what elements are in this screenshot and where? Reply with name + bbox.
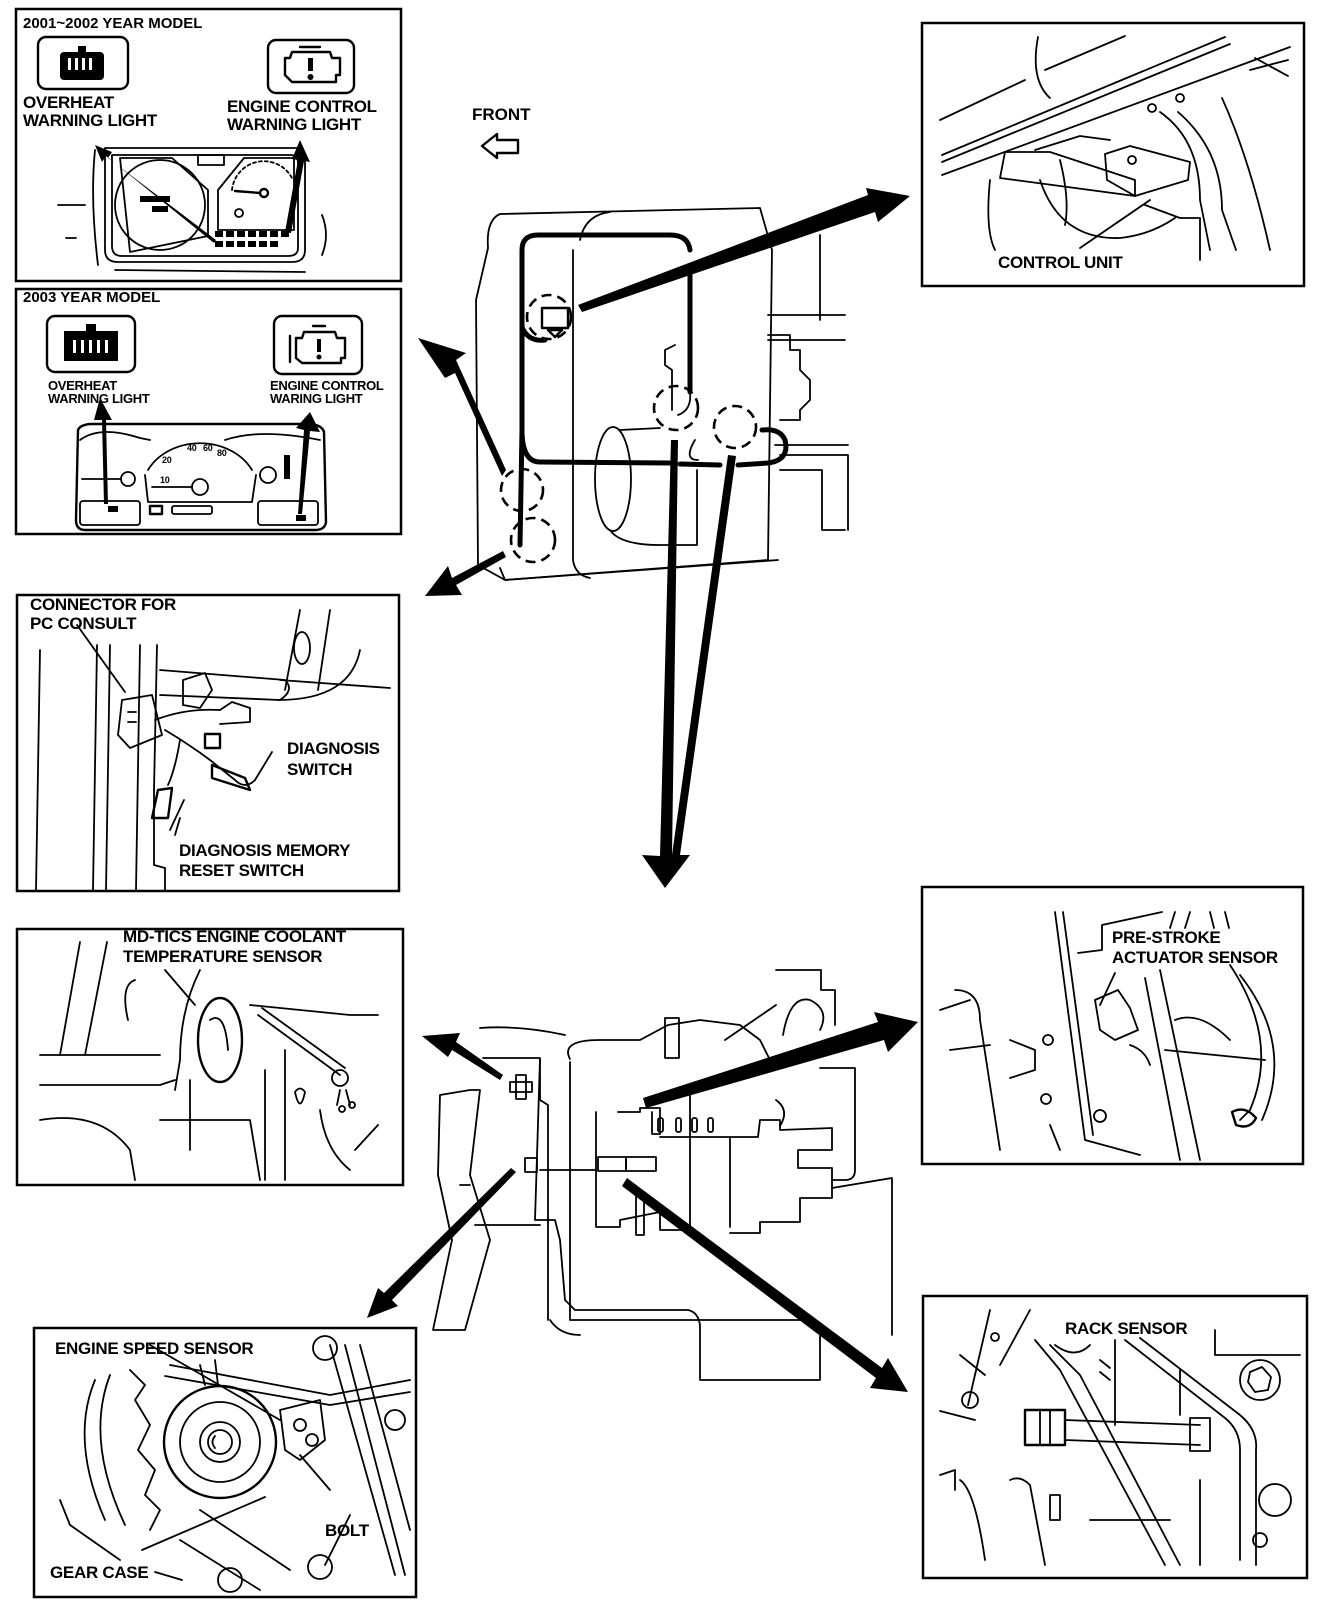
coolant-sensor-illustration — [39, 941, 379, 1181]
svg-text:40: 40 — [187, 443, 197, 453]
cab-overview: FRONT — [472, 105, 849, 581]
svg-text:20: 20 — [162, 455, 172, 465]
speedometer-ticks: 10 20 40 60 80 — [160, 443, 227, 485]
front-label: FRONT — [472, 105, 531, 124]
arrow-to-coolant-sensor-panel — [422, 1033, 503, 1080]
connector-illustration — [35, 609, 391, 891]
arrow-to-rack-sensor-panel — [622, 1178, 908, 1392]
diagnosis-switch-label-line2: SWITCH — [287, 760, 352, 779]
arrow-to-control-unit-panel — [578, 188, 910, 312]
engine-control-label-line1: ENGINE CONTROL — [227, 97, 377, 116]
control-unit-label: CONTROL UNIT — [998, 253, 1123, 272]
panel-frame — [14, 287, 403, 536]
arrow-to-engine-control-light — [285, 140, 310, 233]
memory-reset-label-line2: RESET SWITCH — [179, 861, 304, 880]
bolt-label: BOLT — [325, 1521, 370, 1540]
control-unit-illustration — [939, 35, 1291, 261]
panel-prestroke-actuator-sensor: PRE-STROKE ACTUATOR SENSOR — [920, 885, 1305, 1166]
overheat-warning-icon — [45, 314, 137, 374]
engine-control-warning-icon — [272, 314, 364, 376]
arrow-to-connector-panel — [425, 551, 506, 596]
engine-control-warning-icon — [266, 38, 356, 95]
panel-frame — [920, 885, 1305, 1166]
arrow-to-overheat-light — [94, 398, 112, 504]
location-marker-coolant-sensor — [652, 384, 700, 432]
panel-coolant-temperature-sensor: MD-TICS ENGINE COOLANT TEMPERATURE SENSO… — [15, 927, 405, 1187]
overheat-warning-icon — [36, 35, 130, 91]
panel-frame — [15, 593, 401, 893]
arrow-to-engine-prestroke — [672, 455, 736, 855]
location-marker-control-unit — [525, 293, 573, 341]
rack-sensor-illustration — [939, 1309, 1301, 1566]
svg-text:10: 10 — [160, 475, 170, 485]
location-marker-prestroke-sensor — [712, 404, 758, 450]
coolant-sensor-label-line2: TEMPERATURE SENSOR — [123, 947, 322, 966]
location-marker-warning-light — [499, 467, 545, 513]
panel-2001-2002-model: 2001~2002 YEAR MODEL OVERHEAT WARNING LI… — [14, 7, 403, 283]
engine-speed-sensor-label: ENGINE SPEED SENSOR — [55, 1339, 253, 1358]
overheat-label-line2: WARNING LIGHT — [48, 391, 150, 406]
connector-label-line1: CONNECTOR FOR — [30, 595, 176, 614]
panel-heading: 2003 YEAR MODEL — [23, 289, 160, 306]
arrow-to-overheat-light — [95, 145, 216, 243]
engine-side-view — [432, 969, 893, 1381]
panel-frame — [920, 21, 1306, 288]
prestroke-sensor-illustration — [939, 911, 1276, 1161]
panel-control-unit: CONTROL UNIT — [920, 21, 1306, 288]
diagnosis-switch-label-line1: DIAGNOSIS — [287, 739, 380, 758]
callout-arrows — [367, 188, 918, 1392]
panel-engine-speed-sensor: ENGINE SPEED SENSOR BOLT GEAR CASE — [32, 1326, 418, 1599]
engine-control-label-line2: WARNING LIGHT — [227, 115, 362, 134]
svg-text:60: 60 — [203, 443, 213, 453]
panel-frame — [32, 1326, 418, 1599]
engine-control-label-line2: WARING LIGHT — [270, 391, 363, 406]
arrow-to-warning-light-panel — [418, 338, 506, 476]
engine-control-label-line1: ENGINE CONTROL — [270, 378, 384, 393]
instrument-cluster-2003: 10 20 40 60 80 — [74, 422, 328, 532]
panel-heading: 2001~2002 YEAR MODEL — [23, 15, 202, 32]
panel-diagnosis-connector: CONNECTOR FOR PC CONSULT DIAGNOSIS SWITC… — [15, 593, 401, 893]
arrow-to-prestroke-sensor-panel — [643, 1012, 918, 1108]
coolant-sensor-label-line1: MD-TICS ENGINE COOLANT — [123, 927, 347, 946]
location-marker-connector — [509, 516, 557, 564]
panel-2003-model: 2003 YEAR MODEL OVERHEAT WARNING LIGHT E… — [14, 287, 403, 536]
rack-sensor-label: RACK SENSOR — [1065, 1319, 1187, 1338]
front-direction-arrow-icon — [480, 132, 520, 160]
gear-case-label: GEAR CASE — [50, 1563, 148, 1582]
memory-reset-label-line1: DIAGNOSIS MEMORY — [179, 841, 351, 860]
arrow-to-engine-coolant — [642, 440, 690, 888]
overheat-label-line2: WARNING LIGHT — [23, 111, 158, 130]
overheat-label-line1: OVERHEAT — [48, 378, 117, 393]
panel-rack-sensor: RACK SENSOR — [921, 1294, 1309, 1580]
svg-text:80: 80 — [217, 448, 227, 458]
prestroke-sensor-label-line2: ACTUATOR SENSOR — [1112, 948, 1278, 967]
panel-frame — [14, 7, 403, 283]
engine-speed-sensor-illustration — [59, 1335, 411, 1593]
panel-frame — [15, 927, 405, 1187]
arrow-to-engine-speed-sensor-panel — [367, 1168, 516, 1318]
connector-label-line2: PC CONSULT — [30, 614, 137, 633]
overheat-label-line1: OVERHEAT — [23, 93, 115, 112]
prestroke-sensor-label-line1: PRE-STROKE — [1112, 928, 1220, 947]
arrow-to-engine-control-light — [296, 412, 320, 514]
